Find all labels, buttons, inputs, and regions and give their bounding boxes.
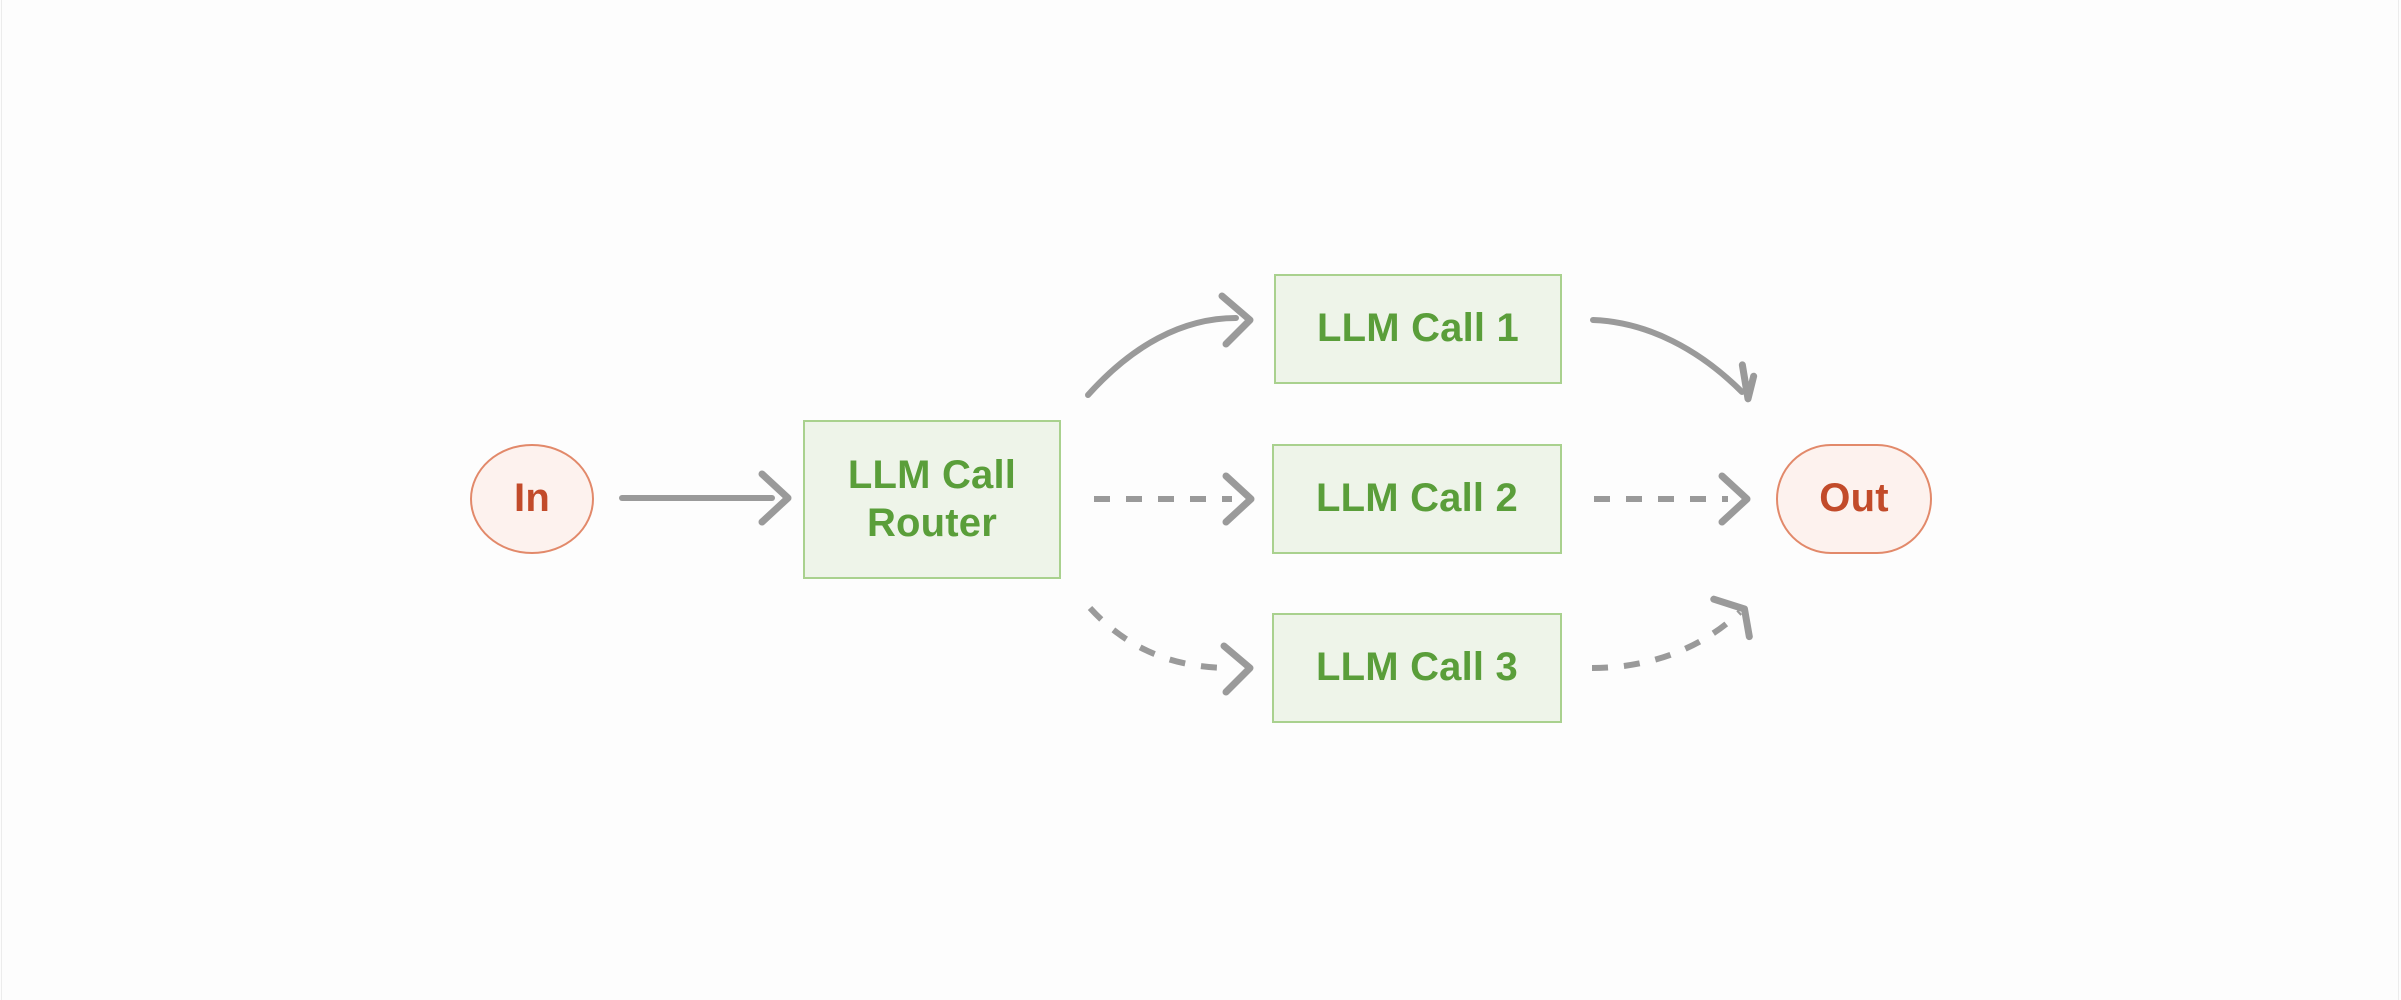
edge-call3-out — [1591, 595, 1753, 671]
node-llm-call-2[interactable]: LLM Call 2 — [1272, 444, 1562, 554]
node-llm-call-router-label: LLM Call Router — [847, 453, 1017, 545]
page-right-edge-rule — [2398, 0, 2399, 1000]
node-llm-call-1-label: LLM Call 1 — [1316, 306, 1520, 351]
edge-call2-out — [1594, 472, 1751, 526]
node-in[interactable]: In — [470, 444, 594, 554]
node-out-label: Out — [1819, 476, 1889, 521]
node-out[interactable]: Out — [1776, 444, 1932, 554]
node-in-label: In — [514, 476, 550, 521]
edge-router-call2 — [1094, 472, 1255, 526]
edge-in-router — [619, 470, 792, 526]
page-left-edge-rule — [1, 0, 2, 1000]
node-llm-call-2-label: LLM Call 2 — [1315, 476, 1519, 521]
edge-router-call3 — [1087, 605, 1254, 696]
node-llm-call-3[interactable]: LLM Call 3 — [1272, 613, 1562, 723]
edge-call1-out — [1590, 317, 1758, 403]
node-llm-call-1[interactable]: LLM Call 1 — [1274, 274, 1562, 384]
edge-router-call1 — [1085, 292, 1254, 398]
node-llm-call-3-label: LLM Call 3 — [1315, 645, 1519, 690]
node-llm-call-router[interactable]: LLM Call Router — [803, 420, 1061, 579]
